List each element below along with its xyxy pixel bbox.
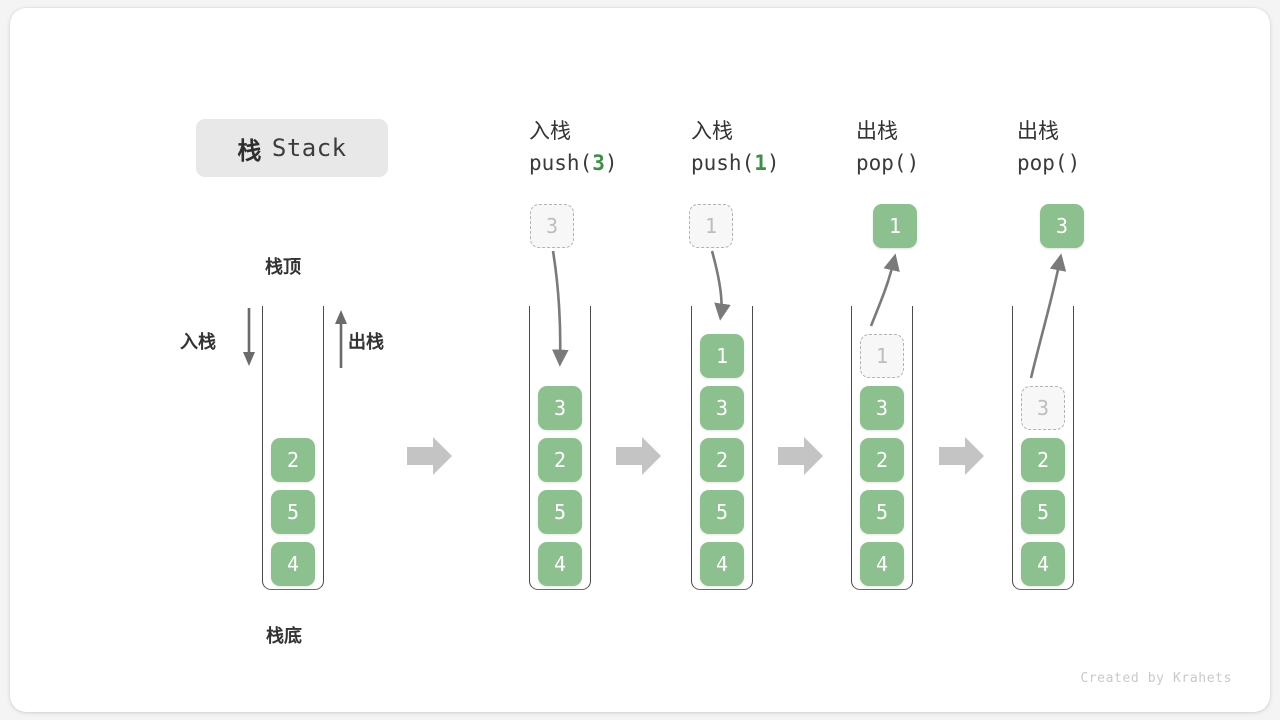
floating-box-1: 3: [530, 204, 574, 248]
column-fn-3: pop(): [856, 146, 1006, 180]
stack-element: 5: [1021, 490, 1065, 534]
fn-prefix: push(: [529, 151, 593, 175]
pop-side-label: 出栈: [348, 332, 384, 353]
title-en: Stack: [271, 134, 347, 162]
fn-suffix: ): [1067, 151, 1081, 175]
flow-separator-arrow-icon-4: [939, 437, 984, 475]
stack-element: 2: [271, 438, 315, 482]
push-motion-arrow-2: [710, 250, 731, 321]
fn-suffix: ): [604, 151, 618, 175]
stack-element: 2: [538, 438, 582, 482]
floating-box-4: 3: [1040, 204, 1084, 248]
stack-element: 2: [860, 438, 904, 482]
column-header-4: 出栈 pop(): [1017, 116, 1167, 180]
stack-element: 4: [860, 542, 904, 586]
push-direction-arrow-icon: [243, 308, 255, 366]
stack-element: 4: [1021, 542, 1065, 586]
motion-arrows-layer: [551, 250, 1067, 379]
stack-element: 5: [700, 490, 744, 534]
stack-element: 3: [700, 386, 744, 430]
column-fn-1: push(3): [529, 146, 679, 180]
stack-element: 3: [1021, 386, 1065, 430]
footer-credit: Created by Krahets: [1080, 671, 1232, 686]
column-header-3: 出栈 pop(): [856, 116, 1006, 180]
fn-arg: 1: [754, 151, 767, 175]
stack-element: 3: [860, 386, 904, 430]
fn-prefix: pop(: [1017, 151, 1068, 175]
diagram-title: 栈 Stack: [196, 119, 388, 177]
stack-cells: 4 5 2 3 1: [691, 326, 753, 586]
flow-separator-arrow-icon-2: [616, 437, 661, 475]
stack-element: 1: [860, 334, 904, 378]
diagram-card: 栈 Stack 栈顶 栈底 入栈 出栈 4 5 2: [10, 8, 1270, 712]
column-header-2: 入栈 push(1): [691, 116, 841, 180]
stack-cells: 4 5 2: [262, 430, 324, 586]
stack-element: 4: [271, 542, 315, 586]
flow-separator-arrow-icon-1: [407, 437, 452, 475]
stack-initial: 4 5 2: [262, 306, 324, 590]
stack-element: 5: [860, 490, 904, 534]
title-cn: 栈: [237, 136, 262, 165]
column-fn-4: pop(): [1017, 146, 1167, 180]
stack-element: 5: [271, 490, 315, 534]
floating-box-3: 1: [873, 204, 917, 248]
stack-element: 2: [700, 438, 744, 482]
push-side-label: 入栈: [180, 332, 216, 353]
stack-element: 4: [538, 542, 582, 586]
fn-suffix: ): [906, 151, 920, 175]
column-header-1: 入栈 push(3): [529, 116, 679, 180]
stack-cells: 4 5 2 3: [1012, 378, 1074, 586]
fn-prefix: push(: [691, 151, 755, 175]
column-op-1: 入栈: [529, 119, 571, 143]
column-op-4: 出栈: [1017, 119, 1059, 143]
fn-prefix: pop(: [856, 151, 907, 175]
stack-element: 5: [538, 490, 582, 534]
fn-arg: 3: [592, 151, 605, 175]
stack-element: 1: [700, 334, 744, 378]
stack-after-pop-1: 4 5 2 3 1: [851, 306, 913, 590]
column-op-3: 出栈: [856, 119, 898, 143]
column-op-2: 入栈: [691, 119, 733, 143]
stack-after-push-1: 4 5 2 3 1: [691, 306, 753, 590]
stack-cells: 4 5 2 3 1: [851, 326, 913, 586]
stack-after-push-3: 4 5 2 3: [529, 306, 591, 590]
column-fn-2: push(1): [691, 146, 841, 180]
stack-element: 3: [538, 386, 582, 430]
stack-top-label: 栈顶: [265, 257, 301, 278]
stack-cells: 4 5 2 3: [529, 378, 591, 586]
stack-element: 2: [1021, 438, 1065, 482]
stack-after-pop-3: 4 5 2 3: [1012, 306, 1074, 590]
floating-box-2: 1: [689, 204, 733, 248]
flow-separator-arrow-icon-3: [778, 437, 823, 475]
stack-bottom-label: 栈底: [266, 626, 302, 647]
fn-suffix: ): [766, 151, 780, 175]
pop-direction-arrow-icon: [335, 310, 347, 368]
stack-element: 4: [700, 542, 744, 586]
